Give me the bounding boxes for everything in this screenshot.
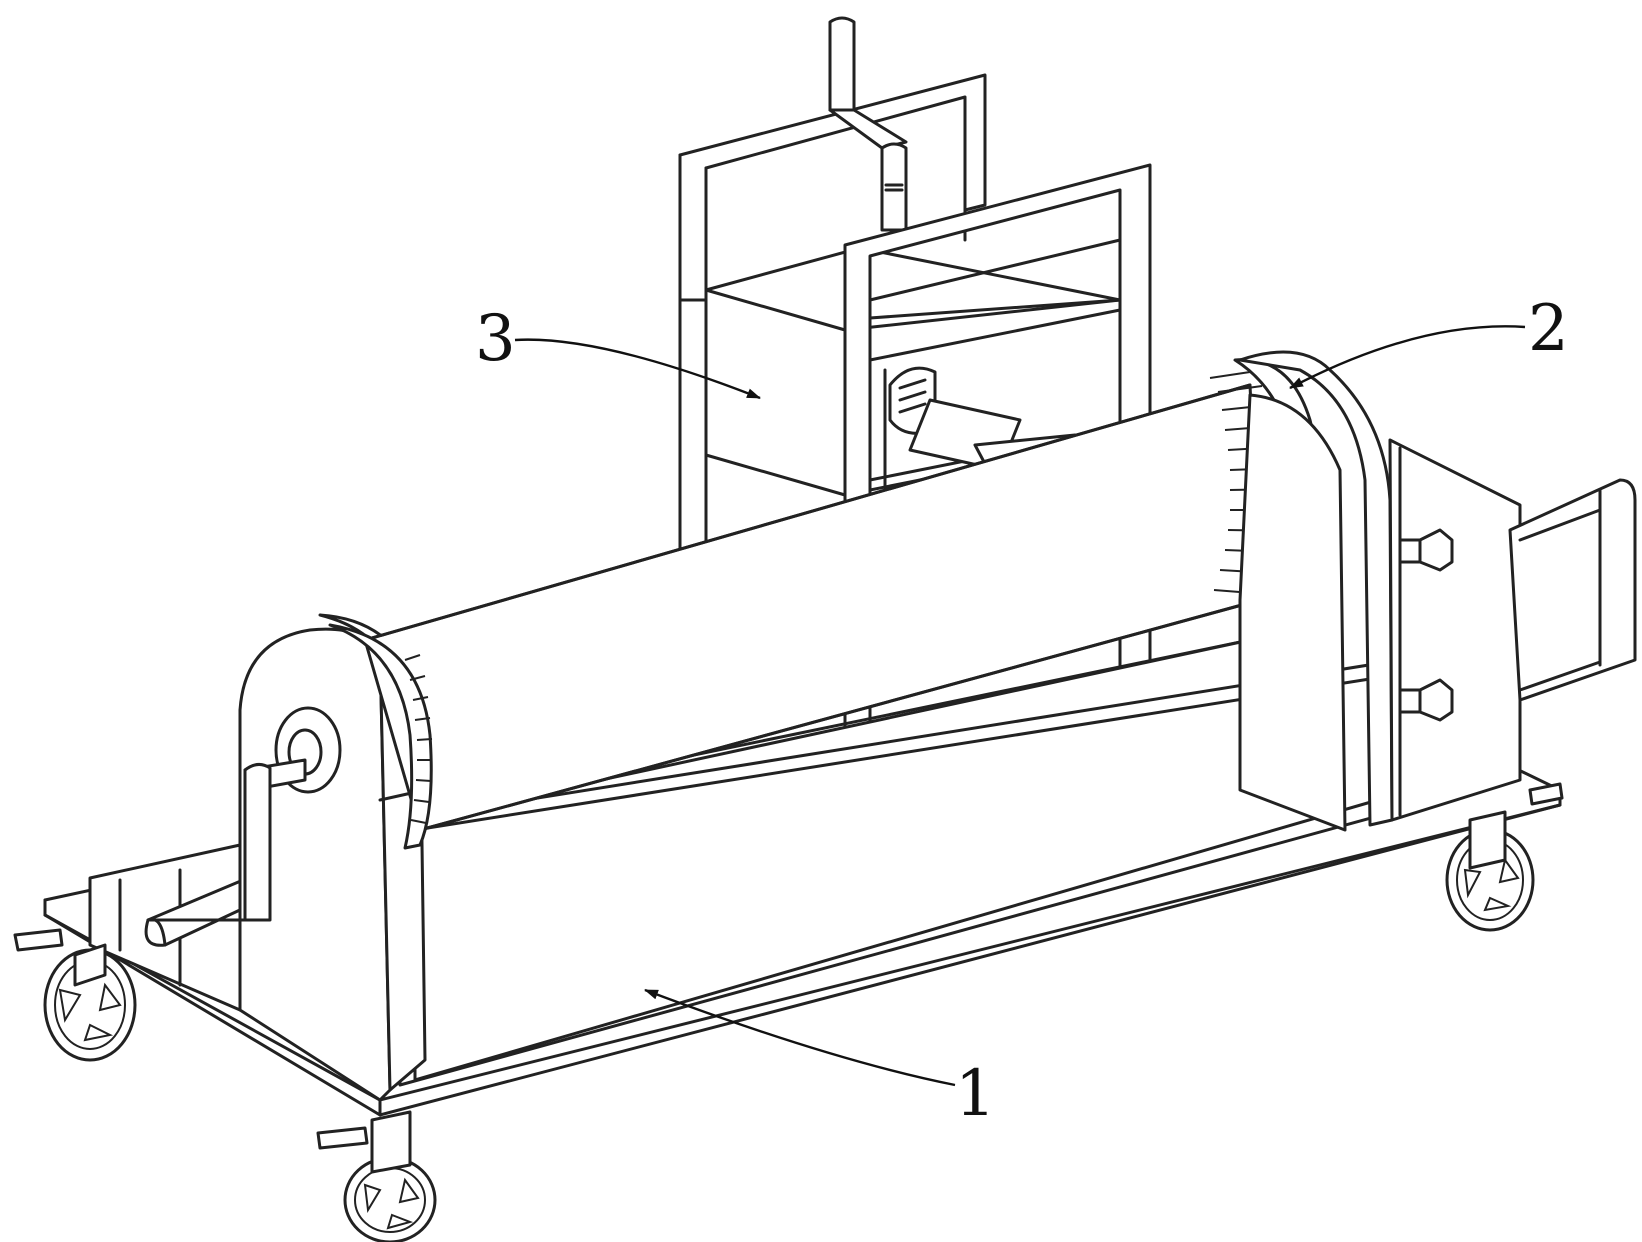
caster-front-left <box>13 928 137 1062</box>
caster-front-right <box>316 1110 437 1242</box>
label-part3: 3 <box>475 302 516 376</box>
leader-part1 <box>644 988 956 1087</box>
label-part2: 2 <box>1528 292 1569 366</box>
leader-part3 <box>514 338 761 400</box>
crank-handle-top <box>828 16 908 232</box>
left-flange <box>328 623 433 850</box>
leader-lines <box>514 325 1526 1087</box>
left-crank <box>148 706 342 922</box>
label-part1: 1 <box>955 1057 996 1131</box>
caster-rear-right <box>1445 782 1564 932</box>
right-upright <box>1238 350 1522 832</box>
leader-part2 <box>1289 325 1526 390</box>
push-handle <box>1508 478 1637 702</box>
